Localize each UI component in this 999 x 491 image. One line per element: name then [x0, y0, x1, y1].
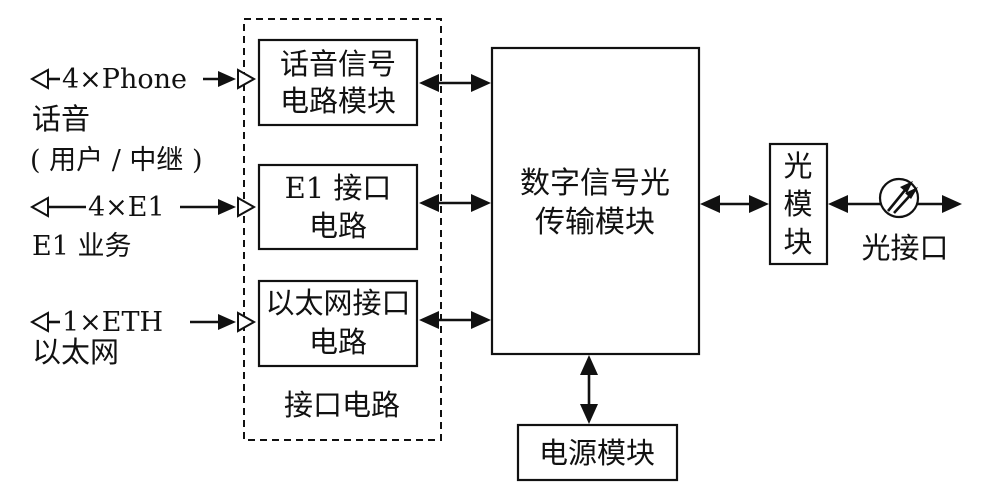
e1-interface-circuit: E1 接口 电路 [257, 163, 419, 251]
optical-transport-module: 数字信号光 传输模块 [490, 46, 701, 356]
optical-port-label: 光接口 [861, 231, 948, 265]
phone-port-right-icon [237, 68, 257, 90]
optical-module: 光 模 块 [768, 142, 829, 266]
optical-module-line1: 光 [783, 149, 812, 183]
eth-circuit-line1: 以太网接口 [265, 286, 410, 320]
voice-transport-link [419, 74, 491, 92]
ethernet-interface-circuit: 以太网接口 电路 [257, 279, 419, 368]
interface-group-label: 接口电路 [284, 388, 400, 422]
eth-port-right-icon [237, 311, 257, 333]
phone-input-signal: 4×Phone 话音 ( 用户 / 中继 ) [29, 64, 257, 176]
transport-line2: 传输模块 [535, 205, 655, 240]
e1-port-right-icon [237, 196, 257, 218]
transport-power-link [580, 355, 598, 424]
optical-port-link: 光接口 [828, 177, 962, 265]
eth-circuit-line2: 电路 [309, 325, 367, 359]
phone-port-left-icon [29, 68, 49, 90]
e1-transport-link [419, 194, 491, 212]
phone-arrow-icon [218, 71, 236, 87]
optical-module-line3: 块 [783, 225, 812, 259]
transport-optical-link [700, 195, 769, 213]
e1-port-left-icon [29, 196, 49, 218]
e1-circuit-line2: 电路 [309, 209, 367, 243]
optical-connector-icon [878, 177, 920, 219]
eth-input-signal: 1×ETH 以太网 [29, 307, 257, 369]
power-module: 电源模块 [516, 423, 679, 482]
e1-arrow-icon [218, 199, 236, 215]
e1-desc: E1 业务 [32, 231, 131, 262]
eth-port-left-icon [29, 311, 49, 333]
voice-circuit-line1: 话音信号 [280, 47, 396, 81]
voice-circuit-line2: 电路模块 [280, 84, 396, 118]
interface-group-boundary [243, 18, 442, 441]
e1-circuit-line1: E1 接口 [285, 171, 392, 205]
eth-arrow-icon [218, 314, 236, 330]
voice-circuit-module: 话音信号 电路模块 [257, 38, 419, 127]
phone-signal-label: 4×Phone [62, 64, 187, 95]
phone-desc-line1: 话音 [32, 102, 90, 136]
power-module-label: 电源模块 [539, 436, 655, 470]
transport-line1: 数字信号光 [520, 166, 670, 201]
e1-input-signal: 4×E1 E1 业务 [29, 192, 257, 262]
eth-transport-link [419, 311, 491, 329]
optical-module-line2: 模 [783, 187, 812, 221]
phone-desc-line2: ( 用户 / 中继 ) [30, 145, 203, 176]
eth-desc: 以太网 [32, 335, 119, 369]
eth-signal-label: 1×ETH [62, 307, 163, 338]
e1-signal-label: 4×E1 [88, 192, 165, 223]
